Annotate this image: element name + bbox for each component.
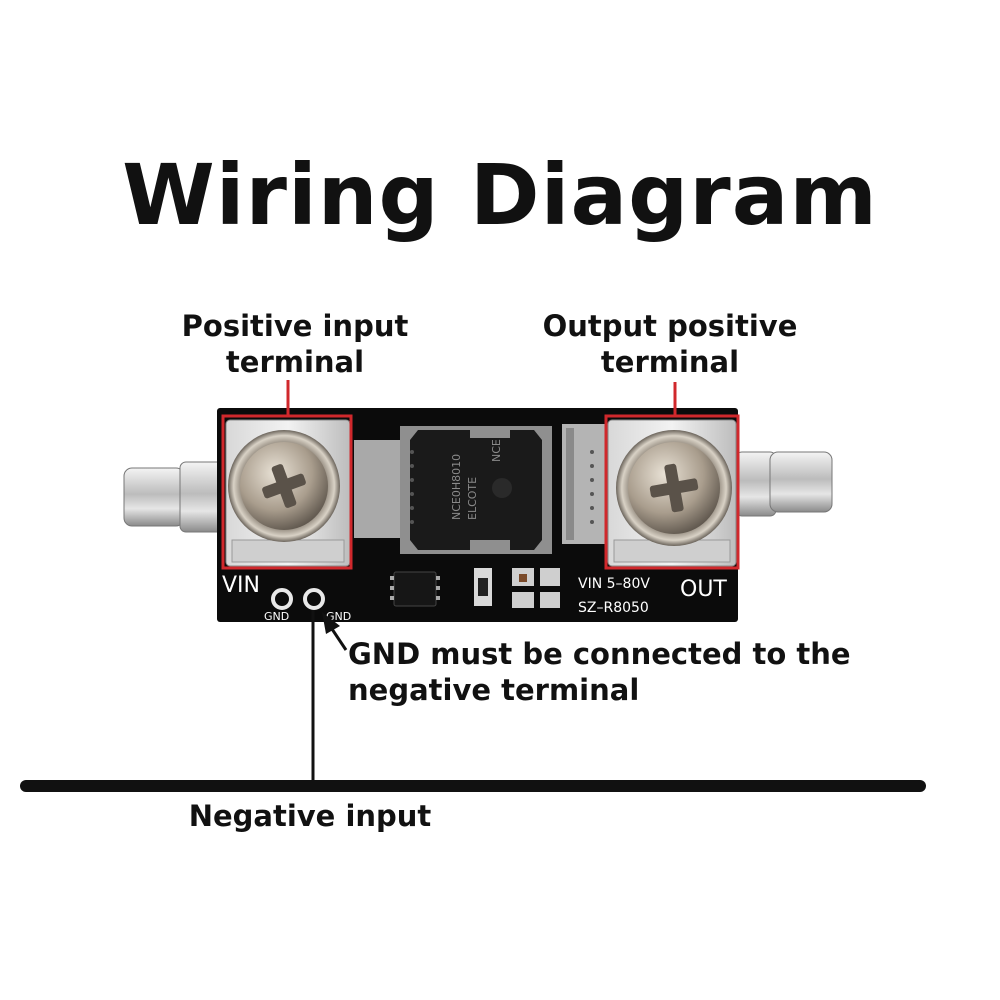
chip-marking-1: NCE <box>490 439 503 462</box>
out-label: OUT <box>680 577 727 602</box>
page-title: Wiring Diagram <box>122 146 878 244</box>
output-positive-label: Output positive terminal <box>542 309 798 379</box>
gnd-arrow <box>322 612 348 651</box>
gnd-pad-right <box>303 588 325 610</box>
ic-chip <box>390 571 440 607</box>
vin-label: VIN <box>222 573 260 598</box>
solder-pad-left <box>354 440 406 538</box>
capacitor-pads <box>512 568 560 608</box>
chip-marking-2: NCE0H8010 <box>450 454 463 520</box>
chip-marking-3: ELCOTE <box>466 477 479 520</box>
resistor <box>474 568 492 606</box>
gnd-pad-left <box>271 588 293 610</box>
positive-input-label: Positive input terminal <box>181 309 409 379</box>
mosfet-chip: NCE NCE0H8010 ELCOTE <box>400 426 552 554</box>
gnd-pad-label-left: GND <box>264 610 289 623</box>
spec-line-2: SZ–R8050 <box>578 600 649 616</box>
gnd-pad-label-right: GND <box>326 610 351 623</box>
right-cable-lug <box>735 451 833 517</box>
left-terminal-block <box>225 419 351 567</box>
negative-input-label: Negative input <box>188 799 432 833</box>
left-cable-lug <box>123 461 233 533</box>
spec-line-1: VIN 5–80V <box>578 576 650 592</box>
right-terminal-block <box>607 419 737 567</box>
gnd-note: GND must be connected to the negative te… <box>348 637 851 707</box>
output-positive-highlight <box>604 414 740 570</box>
via-dots <box>410 450 594 524</box>
